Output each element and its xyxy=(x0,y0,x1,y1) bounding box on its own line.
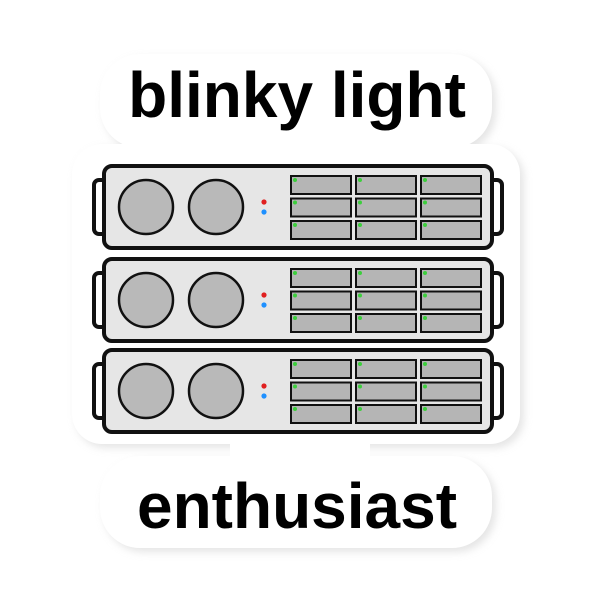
drive-bay xyxy=(355,268,417,288)
drive-bay xyxy=(290,268,352,288)
drive-light xyxy=(358,178,362,182)
server-unit xyxy=(92,257,504,343)
drive-light xyxy=(293,293,297,298)
drive-light xyxy=(423,200,427,205)
drive-bay xyxy=(355,290,417,311)
headline-text: blinky light xyxy=(128,59,466,131)
fan-icon xyxy=(187,271,245,329)
drive-light xyxy=(423,293,427,298)
drive-bay xyxy=(355,313,417,333)
drive-bay xyxy=(355,197,417,218)
fan-icon xyxy=(117,178,175,236)
drive-light xyxy=(358,384,362,389)
drive-bay xyxy=(290,290,352,311)
indicator-light-blue xyxy=(261,209,267,215)
drive-bay xyxy=(420,290,482,311)
drive-bay xyxy=(420,220,482,240)
drive-bay xyxy=(420,381,482,402)
subline-text: enthusiast xyxy=(137,470,457,542)
drive-bay xyxy=(355,359,417,379)
drive-bay xyxy=(355,175,417,195)
drive-light xyxy=(423,362,427,366)
drive-bay xyxy=(420,359,482,379)
drive-bay xyxy=(355,404,417,424)
drive-light xyxy=(358,200,362,205)
drive-light xyxy=(423,316,427,320)
drive-bay xyxy=(420,197,482,218)
indicator-light-blue xyxy=(261,302,267,308)
indicator-light-red xyxy=(261,383,267,389)
server-rack xyxy=(92,164,504,434)
drive-light xyxy=(423,407,427,411)
drive-light xyxy=(358,223,362,227)
indicator-light-red xyxy=(261,199,267,205)
drive-light xyxy=(358,293,362,298)
drive-light xyxy=(358,271,362,275)
fan-icon xyxy=(117,362,175,420)
drive-bay xyxy=(420,268,482,288)
drive-bay xyxy=(290,359,352,379)
drive-bay xyxy=(355,381,417,402)
drive-bay xyxy=(290,404,352,424)
server-unit xyxy=(92,348,504,434)
drive-light xyxy=(293,200,297,205)
indicator-light-red xyxy=(261,292,267,298)
drive-light xyxy=(358,407,362,411)
fan-icon xyxy=(187,362,245,420)
drive-bay xyxy=(420,404,482,424)
drive-bay xyxy=(420,175,482,195)
drive-bay xyxy=(290,175,352,195)
drive-bay xyxy=(290,220,352,240)
drive-light xyxy=(423,178,427,182)
drive-bay xyxy=(290,197,352,218)
drive-light xyxy=(293,362,297,366)
drive-light xyxy=(293,384,297,389)
drive-bay xyxy=(290,381,352,402)
fan-icon xyxy=(187,178,245,236)
drive-light xyxy=(293,271,297,275)
drive-light xyxy=(293,407,297,411)
drive-light xyxy=(358,316,362,320)
drive-bay xyxy=(290,313,352,333)
fan-icon xyxy=(117,271,175,329)
server-unit xyxy=(92,164,504,250)
drive-light xyxy=(423,384,427,389)
drive-light xyxy=(293,223,297,227)
drive-light xyxy=(293,316,297,320)
drive-light xyxy=(358,362,362,366)
drive-light xyxy=(293,178,297,182)
drive-bay xyxy=(355,220,417,240)
indicator-light-blue xyxy=(261,393,267,399)
drive-light xyxy=(423,271,427,275)
drive-light xyxy=(423,223,427,227)
drive-bay xyxy=(420,313,482,333)
